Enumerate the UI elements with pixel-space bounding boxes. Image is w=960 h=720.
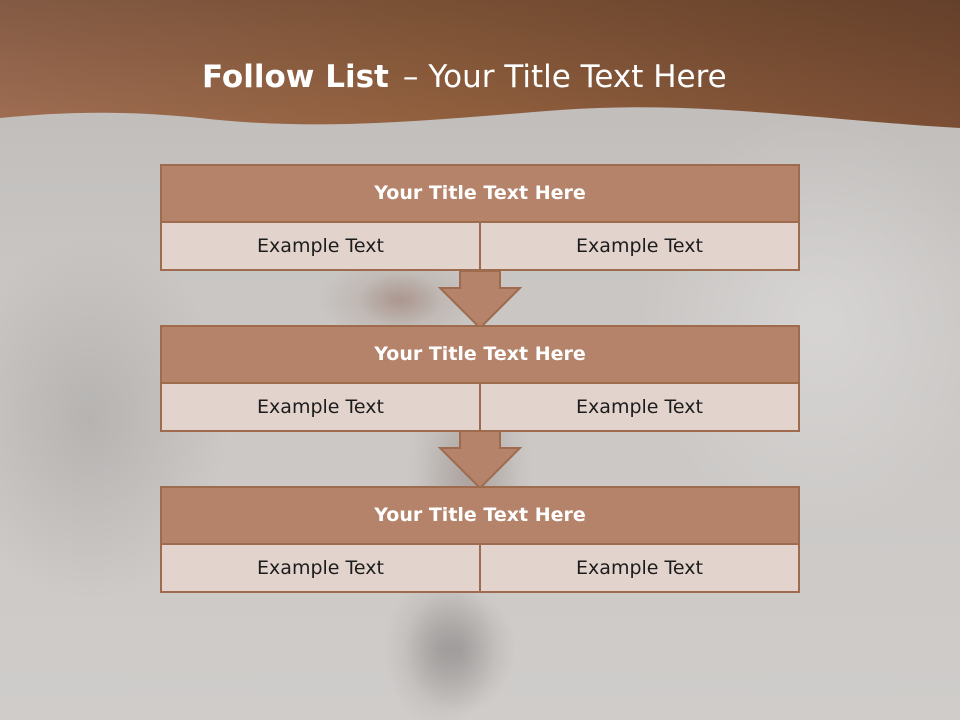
block-title: Your Title Text Here bbox=[162, 488, 798, 543]
header-wave-shape bbox=[0, 0, 960, 128]
block-cell-left: Example Text bbox=[162, 223, 479, 269]
list-block-1: Your Title Text Here Example Text Exampl… bbox=[160, 164, 800, 271]
title-rest: Your Title Text Here bbox=[428, 59, 727, 95]
block-title: Your Title Text Here bbox=[162, 327, 798, 382]
block-cell-right: Example Text bbox=[481, 223, 798, 269]
block-cell-right: Example Text bbox=[481, 545, 798, 591]
list-block-2: Your Title Text Here Example Text Exampl… bbox=[160, 325, 800, 432]
down-arrow-icon bbox=[438, 430, 522, 490]
block-cell-left: Example Text bbox=[162, 384, 479, 430]
list-block-3: Your Title Text Here Example Text Exampl… bbox=[160, 486, 800, 593]
block-title: Your Title Text Here bbox=[162, 166, 798, 221]
slide-title: Follow List–Your Title Text Here bbox=[202, 54, 727, 100]
block-cell-left: Example Text bbox=[162, 545, 479, 591]
block-cell-right: Example Text bbox=[481, 384, 798, 430]
header-banner: Follow List–Your Title Text Here bbox=[0, 0, 960, 140]
title-bold: Follow List bbox=[202, 59, 389, 95]
title-separator: – bbox=[402, 59, 419, 95]
down-arrow-icon bbox=[438, 270, 522, 330]
